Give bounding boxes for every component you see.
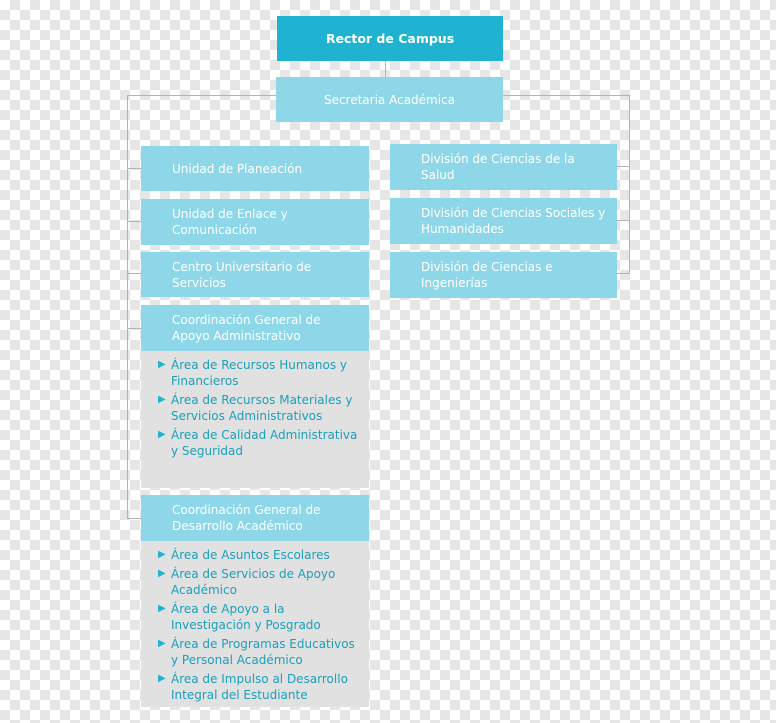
unit-label: Centro Universitario de Servicios xyxy=(172,259,312,290)
connector-left-stub xyxy=(127,168,141,169)
division-label: División de Ciencias e Ingenierías xyxy=(421,260,553,290)
secretaria-box: Secretaria Académica xyxy=(276,77,503,122)
division-label: División de Ciencias de la Salud xyxy=(421,152,575,182)
coord-admin-title: Coordinación General de Apoyo Administra… xyxy=(172,313,321,343)
unit-label: Unidad de Enlace y Comunicación xyxy=(172,207,288,237)
list-item: ▶ Área de Programas Educativos y Persona… xyxy=(158,636,363,668)
division-label: División de Ciencias Sociales y Humanida… xyxy=(421,206,606,236)
connector-right-stub xyxy=(617,220,630,221)
list-item-label: Área de Programas Educativos y Personal … xyxy=(171,637,355,667)
triangle-right-icon: ▶ xyxy=(158,603,166,614)
list-item-label: Área de Apoyo a la Investigación y Posgr… xyxy=(171,602,321,632)
coord-acad-panel: ▶ Área de Asuntos Escolares ▶ Área de Se… xyxy=(141,541,369,707)
unit-box-centro: Centro Universitario de Servicios xyxy=(141,252,369,297)
division-box-sociales: División de Ciencias Sociales y Humanida… xyxy=(390,198,617,244)
list-item: ▶ Área de Recursos Materiales y Servicio… xyxy=(158,392,363,424)
list-item: ▶ Área de Impulso al Desarrollo Integral… xyxy=(158,671,363,703)
division-box-ingenierias: División de Ciencias e Ingenierías xyxy=(390,252,617,298)
division-box-salud: División de Ciencias de la Salud xyxy=(390,144,617,190)
triangle-right-icon: ▶ xyxy=(158,359,166,370)
coord-admin-panel: ▶ Área de Recursos Humanos y Financieros… xyxy=(141,351,369,488)
connector-left-stub xyxy=(127,221,141,222)
connector-left-vertical xyxy=(127,95,128,519)
secretaria-label: Secretaria Académica xyxy=(323,92,456,107)
connector-rector-secretaria xyxy=(385,61,386,77)
list-item-label: Área de Recursos Humanos y Financieros xyxy=(171,358,348,388)
list-item-label: Área de Servicios de Apoyo Académico xyxy=(171,567,336,597)
connector-left-stub xyxy=(127,328,141,329)
unit-label: Unidad de Planeación xyxy=(172,161,303,176)
triangle-right-icon: ▶ xyxy=(158,549,166,560)
coord-acad-box: Coordinación General de Desarrollo Acadé… xyxy=(141,495,369,541)
list-item: ▶ Área de Asuntos Escolares xyxy=(158,547,363,563)
coord-admin-box: Coordinación General de Apoyo Administra… xyxy=(141,305,369,351)
unit-box-planeacion: Unidad de Planeación xyxy=(141,146,369,191)
rector-label: Rector de Campus xyxy=(325,30,455,46)
connector-left-stub xyxy=(127,518,141,519)
connector-right-vertical xyxy=(629,95,630,273)
rector-box: Rector de Campus xyxy=(277,16,503,61)
triangle-right-icon: ▶ xyxy=(158,429,166,440)
coord-acad-title: Coordinación General de Desarrollo Acadé… xyxy=(172,503,321,533)
triangle-right-icon: ▶ xyxy=(158,568,166,579)
list-item-label: Área de Calidad Administrativa y Segurid… xyxy=(171,428,358,458)
connector-right-stub xyxy=(617,273,630,274)
list-item-label: Área de Impulso al Desarrollo Integral d… xyxy=(171,672,348,702)
connector-left-stub xyxy=(127,273,141,274)
list-item-label: Área de Recursos Materiales y Servicios … xyxy=(171,393,353,423)
list-item: ▶ Área de Apoyo a la Investigación y Pos… xyxy=(158,601,363,633)
triangle-right-icon: ▶ xyxy=(158,394,166,405)
list-item: ▶ Área de Calidad Administrativa y Segur… xyxy=(158,427,363,459)
list-item: ▶ Área de Recursos Humanos y Financieros xyxy=(158,357,363,389)
triangle-right-icon: ▶ xyxy=(158,638,166,649)
triangle-right-icon: ▶ xyxy=(158,673,166,684)
unit-box-enlace: Unidad de Enlace y Comunicación xyxy=(141,199,369,245)
connector-right-stub xyxy=(617,166,630,167)
list-item: ▶ Área de Servicios de Apoyo Académico xyxy=(158,566,363,598)
list-item-label: Área de Asuntos Escolares xyxy=(171,548,330,562)
